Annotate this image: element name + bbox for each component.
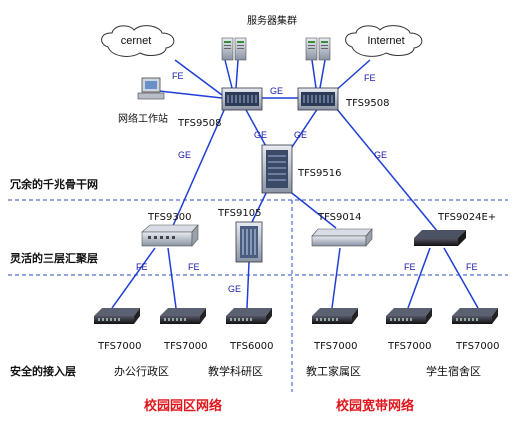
link-label-fe-1: FE (172, 71, 184, 81)
agg-switch-3 (311, 228, 373, 247)
link-label-fe-6: FE (466, 262, 478, 272)
cloud-cernet-label: cernet (121, 35, 152, 47)
layer-aggregation-label: 灵活的三层汇聚层 (10, 251, 98, 265)
layer-access-label: 安全的接入层 (10, 364, 76, 378)
link-label-fe-4: FE (188, 262, 200, 272)
access-switch-1 (94, 308, 140, 324)
agg4-label: TFS9024E+ (437, 212, 496, 223)
link-label-fe-2: FE (364, 73, 376, 83)
link-label-ge-2: GE (254, 130, 267, 140)
link-label-ge-1: GE (270, 86, 283, 96)
agg-switch-4 (414, 230, 466, 246)
area-dorm-label: 学生宿舍区 (426, 364, 481, 378)
layer-backbone-label: 冗余的千兆骨干网 (9, 177, 98, 191)
link-label-fe-5: FE (404, 262, 416, 272)
access-switch-5 (386, 308, 432, 324)
core-switch-left (221, 87, 263, 111)
acc4-label: TFS7000 (313, 341, 357, 352)
links (111, 59, 479, 309)
agg1-label: TFS9300 (147, 212, 191, 223)
agg3-label: TFS9014 (317, 212, 361, 223)
access-switch-6 (452, 308, 498, 324)
core-switch-right (297, 87, 339, 111)
area-office-label: 办公行政区 (114, 364, 169, 378)
acc1-label: TFS7000 (97, 341, 141, 352)
access-switch-2 (160, 308, 206, 324)
area-teaching-label: 教学科研区 (208, 364, 263, 378)
zone-right-label: 校园宽带网络 (336, 398, 414, 414)
server-cluster (221, 37, 331, 61)
agg-switch-1 (141, 224, 199, 247)
link-label-ge-3: GE (294, 130, 307, 140)
link-label-fe-3: FE (136, 262, 148, 272)
access-switch-4 (312, 308, 358, 324)
cloud-internet (345, 25, 423, 57)
acc6-label: TFS7000 (455, 341, 499, 352)
acc3-label: TFS6000 (229, 341, 273, 352)
server-cluster-title: 服务器集群 (247, 14, 297, 27)
agg-chassis-2 (235, 221, 263, 263)
area-staff-label: 教工家属区 (306, 364, 361, 378)
link-label-ge-4: GE (178, 150, 191, 160)
access-switch-3 (226, 308, 272, 324)
agg2-label: TFS9105 (217, 208, 261, 219)
link-label-ge-6: GE (228, 284, 241, 294)
cloud-cernet (101, 25, 175, 57)
center-label: TFS9516 (297, 168, 341, 179)
zone-left-label: 校园园区网络 (144, 398, 222, 414)
acc5-label: TFS7000 (387, 341, 431, 352)
link-label-ge-5: GE (374, 150, 387, 160)
workstation-icon (137, 77, 165, 100)
center-chassis-icon (261, 144, 293, 194)
core-left-label: TFS9508 (177, 118, 221, 129)
cloud-internet-label: Internet (367, 35, 404, 47)
workstation-label: 网络工作站 (118, 112, 168, 125)
acc2-label: TFS7000 (163, 341, 207, 352)
layer-separators (8, 199, 508, 276)
core-right-label: TFS9508 (345, 98, 389, 109)
